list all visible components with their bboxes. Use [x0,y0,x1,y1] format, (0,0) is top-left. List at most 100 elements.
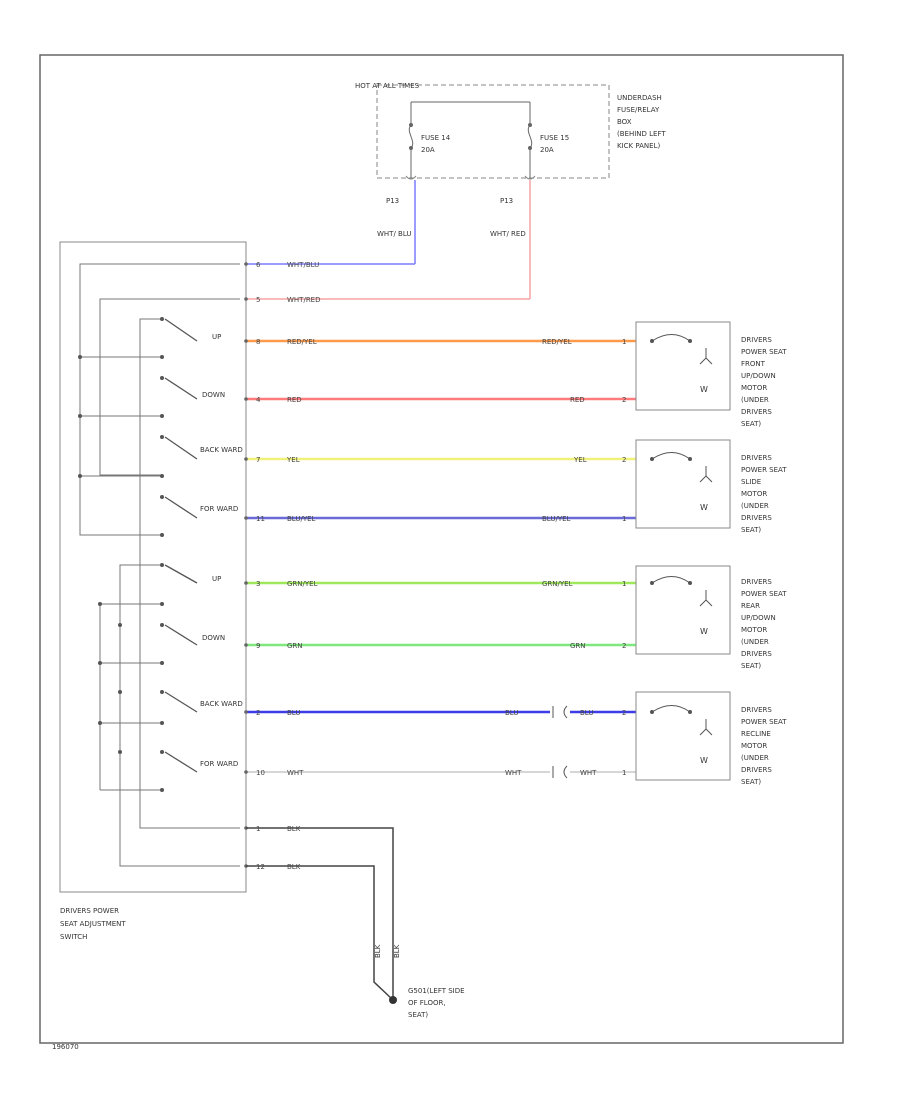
wire-labels-left: WHT/BLU WHT/RED RED/YEL RED YEL BLU/YEL … [286,261,321,777]
wire-label: GRN/YEL [287,580,318,588]
motor-label-front: DRIVERS POWER SEAT FRONT UP/DOWN MOTOR (… [741,336,787,428]
ground-wire-1 [246,827,394,1000]
motor-label-line: MOTOR [741,742,767,750]
inline-conn-label: BLU [505,709,518,717]
inline-connector-blu [552,705,568,719]
wire-label: RED [570,396,585,404]
wire-label: RED/YEL [542,338,572,346]
wire-label: GRN [570,642,586,650]
ground-label-line: SEAT) [408,1011,428,1019]
fuse-box-outline [376,84,610,179]
motor-label-line: DRIVERS [741,408,772,416]
inline-conn-label: BLU [580,709,593,717]
motor-label-line: POWER SEAT [741,348,787,356]
motor-label-line: SEAT) [741,526,761,534]
fuse-box-label-line: KICK PANEL) [617,142,660,150]
fuse-15 [527,123,533,150]
switch-pos-label: DOWN [202,634,225,642]
fuse-14-rating: 20A [421,146,435,154]
fuse-box-label-line: (BEHIND LEFT [617,130,666,138]
motor-label-line: DRIVERS [741,650,772,658]
ground-wire-2 [246,865,394,1001]
wire-label: GRN/YEL [542,580,573,588]
pin-labels: 6 5 8 4 7 11 3 9 2 10 [256,261,265,777]
motor-pin: 1 [622,580,626,588]
motor-label-line: DRIVERS [741,766,772,774]
pin-label: 6 [256,261,261,269]
motor-label-line: (UNDER [741,502,769,510]
fuse-15-terminal [524,175,536,180]
pin-label: 4 [256,396,261,404]
motor-rear-up-down: W [635,565,731,655]
motor-label-line: MOTOR [741,490,767,498]
switch-internal-wiring [79,263,240,867]
switch-pin-markers [244,262,248,868]
wire-label: WHT [287,769,304,777]
footer-code: 196070 [52,1043,79,1051]
switch-pos-label: UP [212,333,221,341]
ground-label-line: G501(LEFT SIDE [408,987,465,995]
motor-label-line: UP/DOWN [741,372,776,380]
wire-label: BLU/YEL [287,515,316,523]
wire-label: YEL [573,456,587,464]
motor-slide: W [635,439,731,529]
motor-label-line: DRIVERS [741,336,772,344]
motor-pin: 2 [622,456,626,464]
switch-pos-label: BACK WARD [200,446,243,454]
motor-label-line: POWER SEAT [741,718,787,726]
switch-pos-label: FOR WARD [200,760,238,768]
wire-label: BLU/YEL [542,515,571,523]
fuse-box-label-line: UNDERDASH [617,94,662,102]
pin-label: 3 [256,580,260,588]
inline-conn-label: WHT [580,769,597,777]
wire-label: GRN [287,642,303,650]
fuse-14-name: FUSE 14 [421,134,451,142]
motor-label-line: (UNDER [741,638,769,646]
pin-label: 11 [256,515,265,523]
motor-pin-labels: 1 2 2 1 1 2 2 1 [622,338,626,777]
motor-recline: W [635,691,731,781]
pin-label: 10 [256,769,265,777]
inline-connector-wht [552,765,568,779]
hot-label: HOT AT ALL TIMES [355,82,420,90]
ground-point [389,996,397,1004]
motor-pin: 1 [622,769,626,777]
motor-symbol: W [700,627,708,636]
motor-label-line: FRONT [741,360,766,368]
ground-pin: 12 [256,863,265,871]
wire-labels-right: RED/YEL RED YEL BLU/YEL GRN/YEL GRN [542,338,587,650]
motor-label-slide: DRIVERS POWER SEAT SLIDE MOTOR (UNDER DR… [741,454,787,534]
motor-label-rear: DRIVERS POWER SEAT REAR UP/DOWN MOTOR (U… [741,578,787,670]
ground-label: G501(LEFT SIDE OF FLOOR, SEAT) [408,987,465,1019]
fuse-15-rating: 20A [540,146,554,154]
fuse-14-conn: P13 [386,197,399,205]
motor-symbol: W [700,503,708,512]
ground-wire-label: BLK [287,863,301,871]
fuse-14 [408,123,414,150]
motor-label-line: POWER SEAT [741,590,787,598]
wire-label: RED [287,396,302,404]
motor-pin: 1 [622,338,626,346]
fuse-14-terminal [405,175,417,180]
fuse-box-label-line: FUSE/RELAY [617,106,660,114]
motor-pin: 2 [622,642,626,650]
motor-label-line: SEAT) [741,420,761,428]
fuse-box-label-line: BOX [617,118,632,126]
motor-label-line: SLIDE [741,478,761,486]
motor-pin: 1 [622,515,626,523]
wire-label: YEL [286,456,300,464]
switch-contacts [78,317,164,792]
outer-frame [39,54,844,1044]
fuse-box-label: UNDERDASH FUSE/RELAY BOX (BEHIND LEFT KI… [617,94,666,150]
wire-label: WHT/BLU [287,261,319,269]
motor-pin: 2 [622,396,626,404]
wire-label: BLU [287,709,300,717]
motor-label-line: DRIVERS [741,454,772,462]
pin-label: 9 [256,642,260,650]
switch-box [59,241,247,893]
ground-wire-label: BLK [287,825,301,833]
switch-label: DRIVERS POWER SEAT ADJUSTMENT SWITCH [60,907,126,941]
switch-pos-label: DOWN [202,391,225,399]
wire-label: WHT/RED [287,296,321,304]
